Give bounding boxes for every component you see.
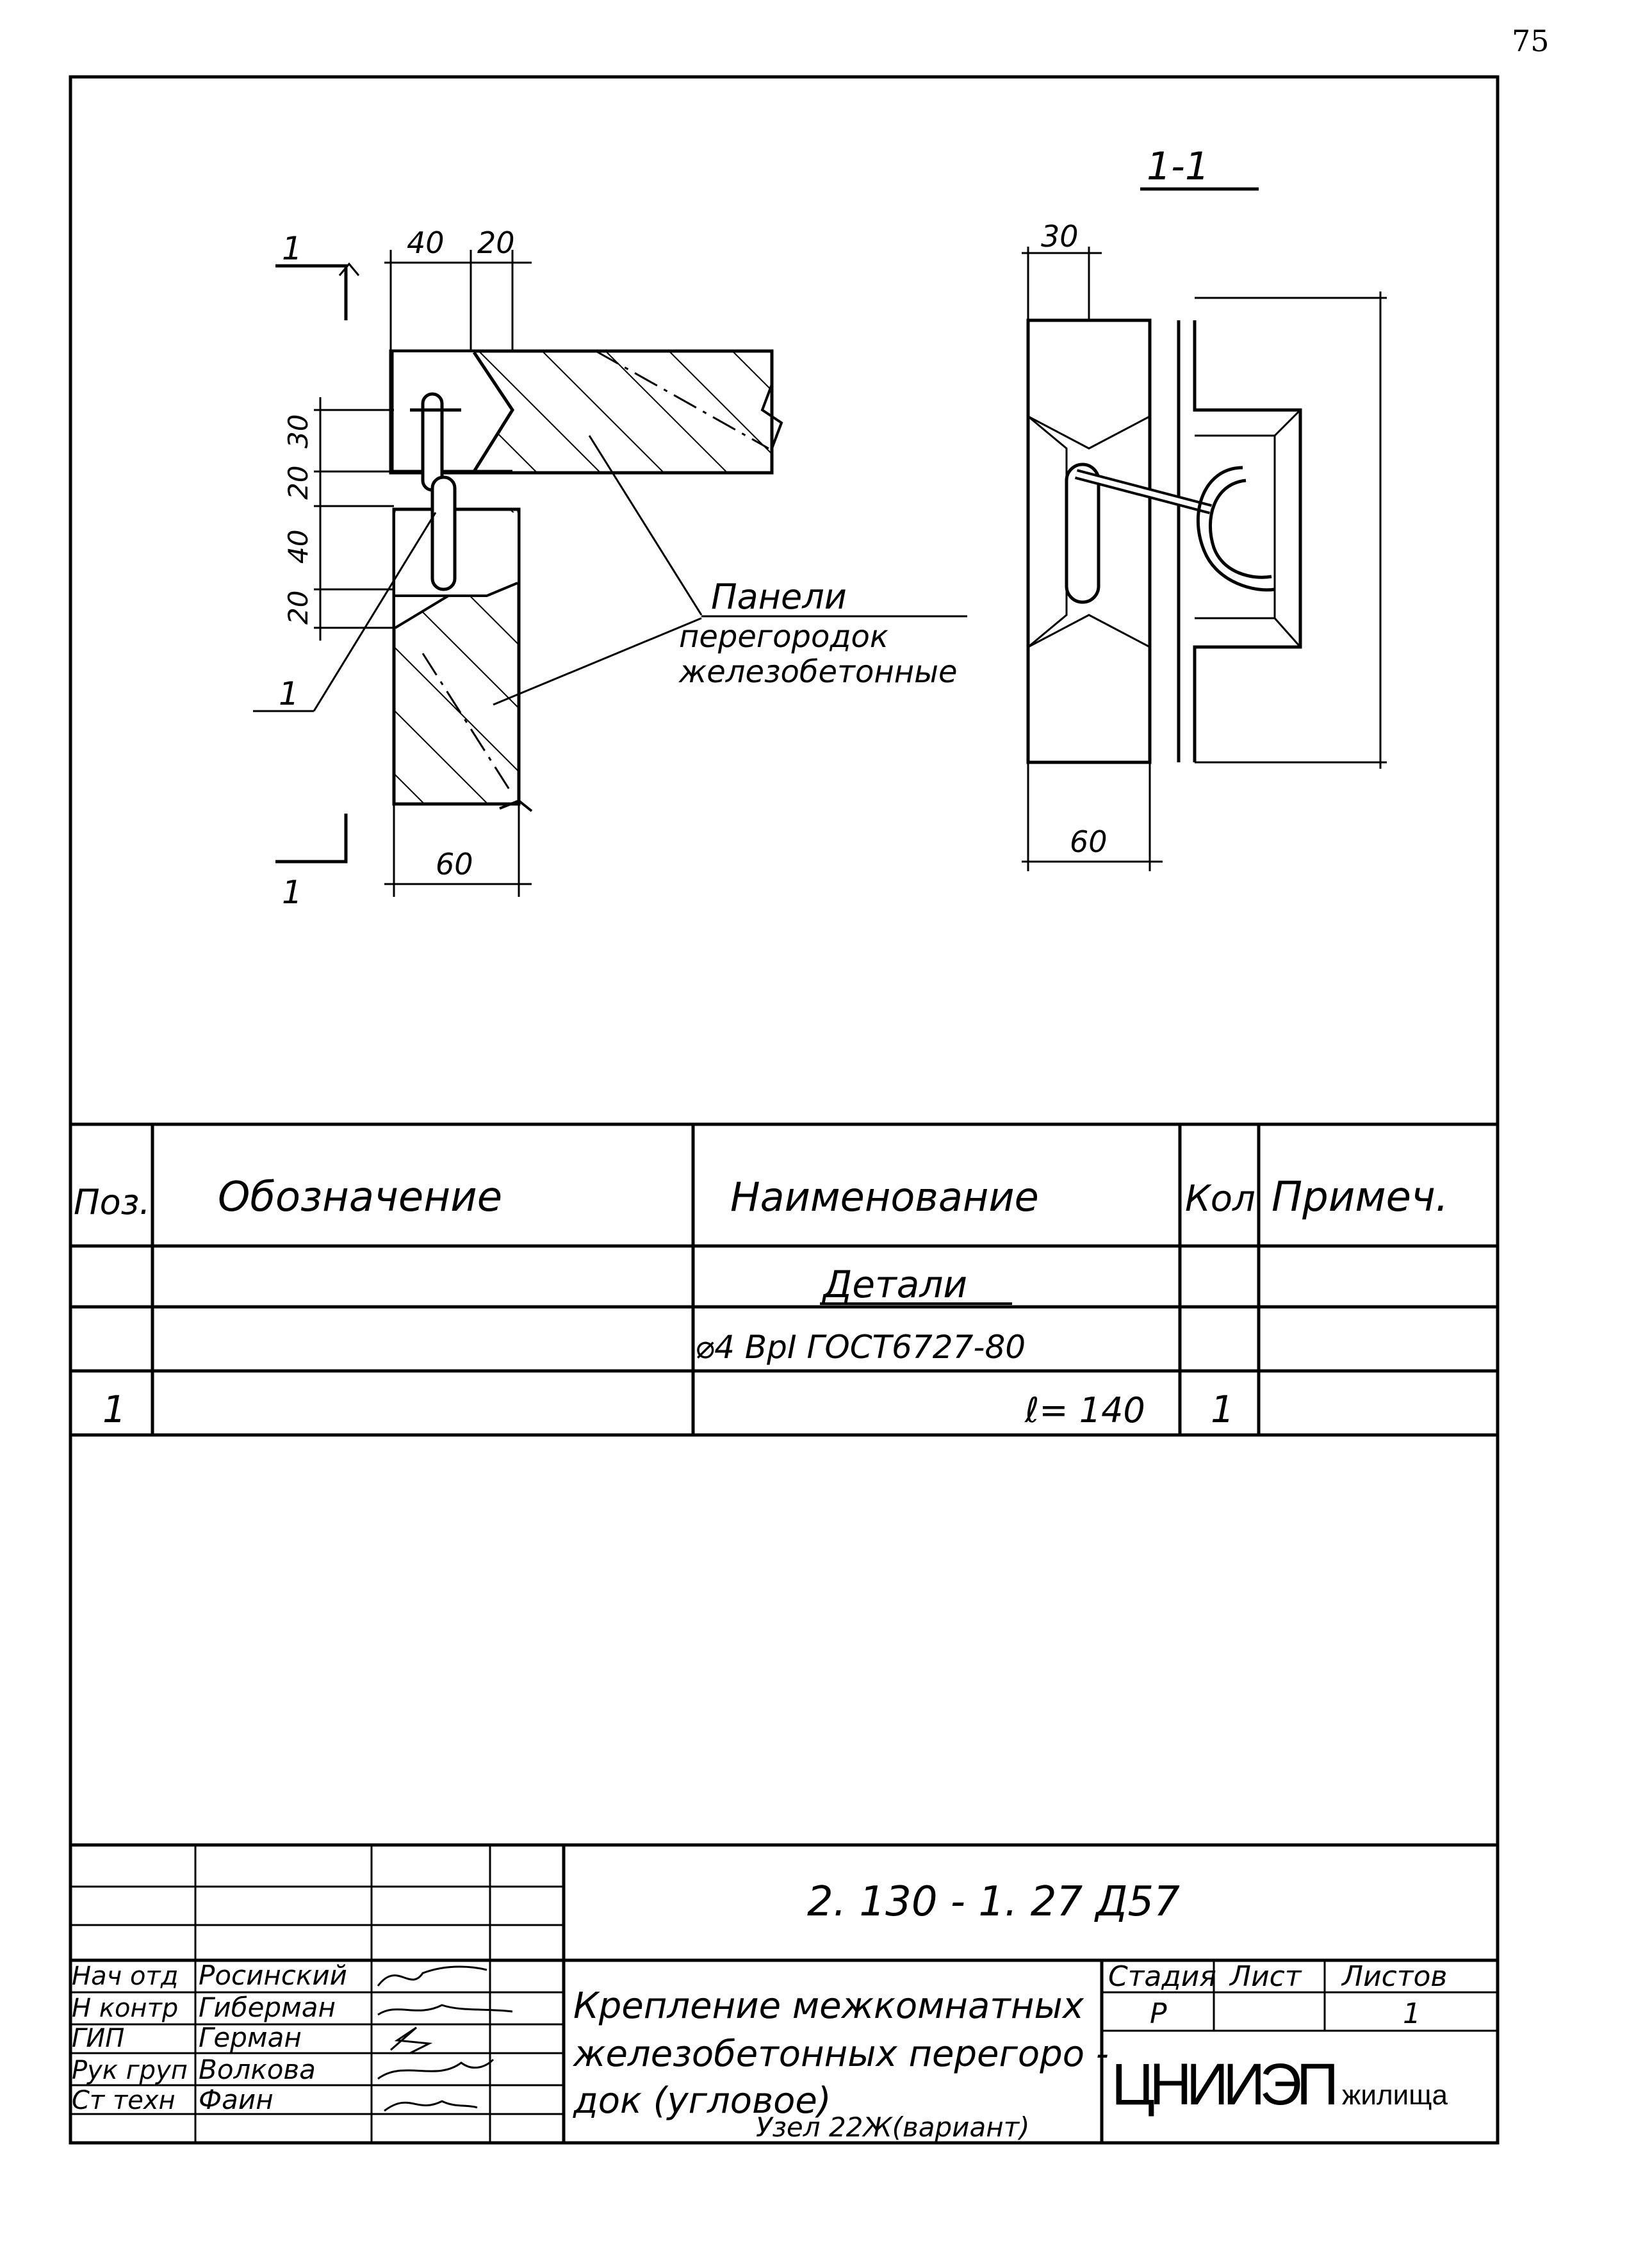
- title-line-4: Узел 22Ж(вариант): [756, 2111, 1030, 2143]
- title-block: [70, 1843, 1498, 2143]
- signatures: [377, 1965, 513, 2112]
- doc-code: 2. 130 - 1. 27 Д57: [807, 1878, 1180, 1926]
- dim-bottom: 60: [436, 847, 473, 881]
- sheet-frame: [69, 75, 1500, 2145]
- stage-label: Стадия: [1108, 1960, 1216, 1993]
- row-item-qty: 1: [1211, 1388, 1234, 1431]
- dim-left-4: 20: [282, 591, 314, 625]
- role-2: ГИП: [72, 2024, 124, 2053]
- dim-left-3: 40: [282, 530, 314, 564]
- th-qty: Кол: [1185, 1178, 1255, 1220]
- name-2: Герман: [199, 2022, 302, 2053]
- section-title: 1-1: [1147, 144, 1209, 189]
- role-4: Ст техн: [72, 2086, 176, 2115]
- panel-label-line2: перегородок: [679, 619, 888, 655]
- section-dim-bottom: 60: [1070, 824, 1108, 859]
- th-pos: Поз.: [74, 1182, 151, 1222]
- role-1: Н контр: [72, 1994, 178, 2023]
- dim-top-b: 20: [477, 225, 515, 260]
- panel-label-line1: Панели: [711, 577, 847, 617]
- dim-left-2: 20: [282, 466, 314, 500]
- callout-1: 1: [279, 675, 299, 712]
- name-1: Гиберман: [199, 1992, 336, 2023]
- th-note: Примеч.: [1272, 1174, 1448, 1221]
- title-line-1: Крепление межкомнатных: [573, 1985, 1084, 2027]
- name-3: Волкова: [199, 2054, 316, 2085]
- sheets-value: 1: [1403, 1997, 1421, 2030]
- section-dim-top: 30: [1041, 219, 1079, 254]
- cut-label-bottom: 1: [282, 874, 302, 911]
- org-name: ЦНИИЭП: [1111, 2052, 1339, 2117]
- sheet-label: Лист: [1229, 1960, 1302, 1993]
- title-line-2: железобетонных перегоро -: [572, 2033, 1109, 2075]
- th-designation: Обозначение: [218, 1174, 502, 1221]
- row-section-details: Детали: [821, 1263, 967, 1306]
- role-0: Нач отд: [72, 1962, 178, 1991]
- section-right-panel: [1177, 320, 1302, 762]
- dim-left-1: 30: [282, 414, 314, 448]
- hook-link-lower: [430, 475, 457, 591]
- org-sub: жилища: [1342, 2079, 1448, 2111]
- th-name: Наименование: [730, 1174, 1039, 1220]
- role-3: Рук груп: [72, 2056, 188, 2085]
- name-0: Росинский: [199, 1960, 347, 1991]
- panel-label-line3: железобетонные: [678, 654, 958, 690]
- row-item-pos: 1: [102, 1388, 126, 1431]
- stage-value: Р: [1150, 1997, 1167, 2030]
- title-line-3: док (угловое): [573, 2080, 831, 2122]
- name-4: Фаин: [199, 2084, 274, 2115]
- sheets-label: Листов: [1341, 1960, 1447, 1993]
- page-number: 75: [1512, 24, 1550, 58]
- row-item-name: ℓ= 140: [1024, 1390, 1145, 1430]
- section-hook-bar: [1065, 463, 1100, 604]
- spec-table: [70, 1122, 1498, 1437]
- plan-view: 40 20 30 20 40 20 60 1 1 1 Панели перего…: [253, 225, 967, 911]
- row-material: ⌀4 ВрⅠ ГОСТ6727-80: [695, 1329, 1026, 1366]
- section-view: 1-1 30 60: [1022, 144, 1387, 871]
- cut-label-top: 1: [282, 230, 302, 267]
- dim-top-a: 40: [407, 225, 445, 260]
